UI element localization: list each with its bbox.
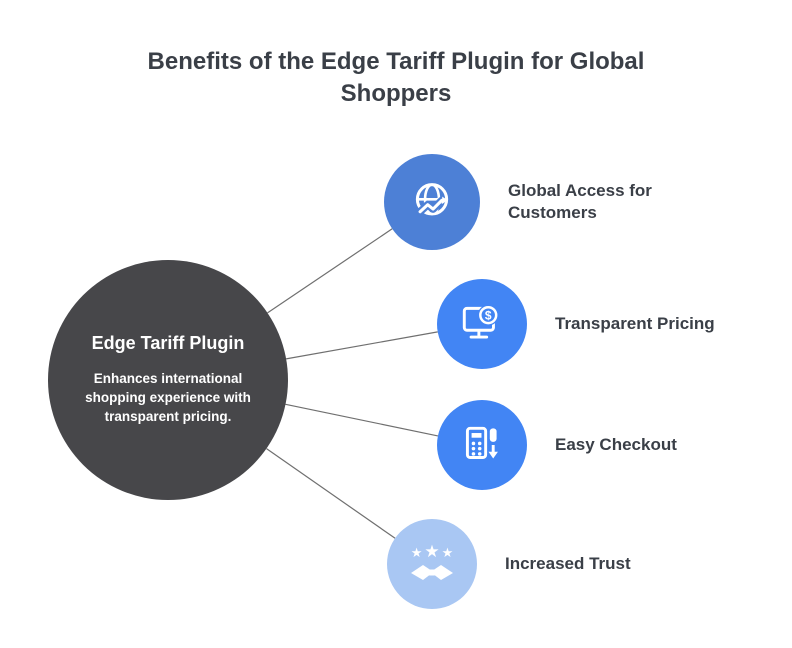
benefit-label: Global Access for Customers: [508, 180, 652, 222]
handshake-icon: [411, 565, 453, 580]
monitor-dollar-icon: $: [462, 304, 499, 339]
center-node: Edge Tariff Plugin Enhances internationa…: [48, 260, 288, 500]
svg-text:$: $: [485, 308, 492, 322]
globe-arrow-icon: [415, 183, 449, 216]
benefit-circle: [437, 400, 527, 490]
benefit-circle: $: [437, 279, 527, 369]
benefit-node-global-access: Global Access for Customers: [384, 154, 683, 250]
star-icon: ★: [441, 545, 454, 560]
benefit-circle: ★ ★ ★: [387, 519, 477, 609]
benefit-label: Easy Checkout: [555, 434, 677, 454]
center-node-title: Edge Tariff Plugin: [91, 333, 245, 354]
benefit-circle: [384, 154, 480, 250]
benefit-label: Increased Trust: [505, 553, 631, 573]
stars-icon: ★ ★ ★: [410, 542, 455, 561]
benefit-node-increased-trust: ★ ★ ★ Increased Trust: [387, 519, 631, 609]
diagram-title: Benefits of the Edge Tariff Plugin for G…: [147, 48, 645, 108]
benefit-node-easy-checkout: Easy Checkout: [437, 400, 677, 490]
connector-line: [267, 228, 393, 314]
connector-line: [266, 448, 396, 539]
connector-line: [285, 403, 439, 437]
card-reader-icon: [465, 426, 498, 459]
benefit-node-transparent-pricing: $ Transparent Pricing: [437, 279, 715, 369]
star-icon: ★: [424, 542, 440, 561]
center-node-subtitle: Enhances international shopping experien…: [85, 371, 251, 424]
benefit-label: Transparent Pricing: [555, 313, 715, 333]
star-icon: ★: [410, 545, 423, 560]
connector-line: [285, 331, 438, 360]
